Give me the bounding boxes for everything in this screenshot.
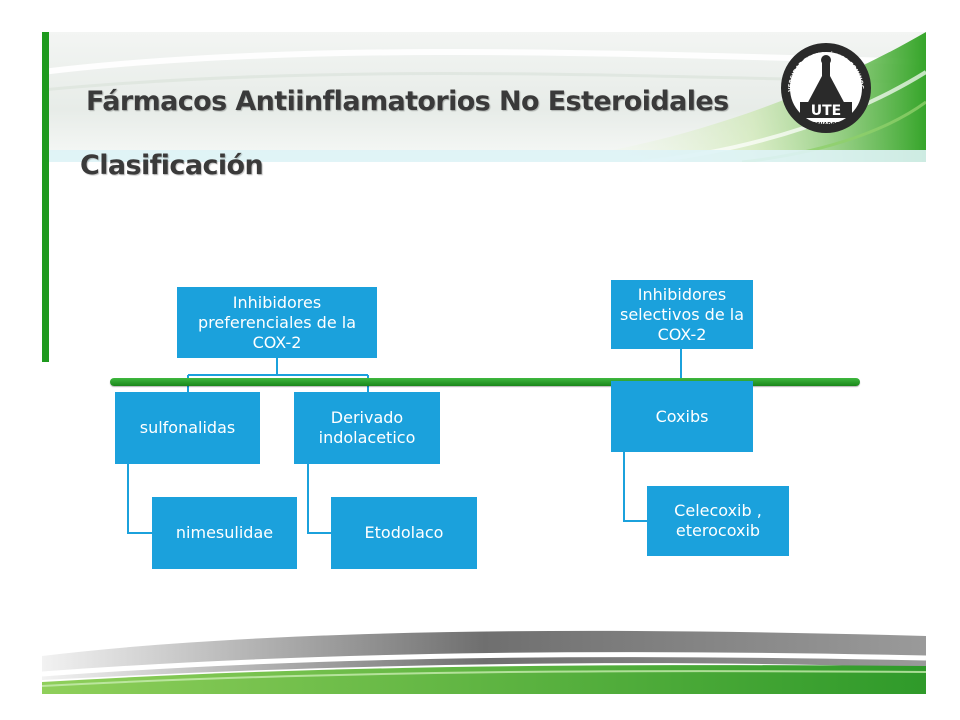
connector-sulfonalidas-child bbox=[127, 464, 152, 534]
divider-green-line bbox=[110, 378, 860, 386]
footer-swoosh bbox=[42, 628, 926, 694]
node-indolacetico: Derivado indolacetico bbox=[294, 392, 440, 464]
slide-title: Fármacos Antiinflamatorios No Esteroidal… bbox=[86, 86, 729, 117]
node-coxibs-label: Coxibs bbox=[655, 406, 709, 426]
slide-subtitle: Clasificación bbox=[80, 150, 264, 181]
ute-logo: UNIVERSIDAD TECNOLÓGICA EQUINOCCIAL UTE … bbox=[778, 40, 871, 133]
node-etodolaco-label: Etodolaco bbox=[364, 523, 444, 542]
node-preferential-root-label: Inhibidores preferenciales de la COX-2 bbox=[197, 292, 356, 352]
connector-indolacetico-child bbox=[307, 464, 331, 534]
node-nimesulidae: nimesulidae bbox=[152, 497, 297, 569]
connector-preferential-root bbox=[187, 358, 369, 392]
logo-country: ECUADOR bbox=[812, 122, 839, 128]
node-preferential-root: Inhibidores preferenciales de la COX-2 bbox=[177, 287, 377, 358]
left-accent-bar bbox=[42, 32, 49, 362]
node-sulfonalidas: sulfonalidas bbox=[115, 392, 260, 464]
node-selective-root-label: Inhibidores selectivos de la COX-2 bbox=[620, 284, 744, 344]
node-selective-root: Inhibidores selectivos de la COX-2 bbox=[611, 280, 753, 349]
node-coxibs: Coxibs bbox=[611, 381, 753, 452]
node-celecoxib-label: Celecoxib , eterocoxib bbox=[674, 501, 762, 540]
connector-coxibs-child bbox=[623, 452, 647, 522]
node-celecoxib: Celecoxib , eterocoxib bbox=[647, 486, 789, 556]
node-etodolaco: Etodolaco bbox=[331, 497, 477, 569]
node-sulfonalidas-label: sulfonalidas bbox=[139, 418, 236, 437]
node-indolacetico-label: Derivado indolacetico bbox=[318, 408, 416, 447]
logo-acronym: UTE bbox=[811, 103, 841, 119]
node-nimesulidae-label: nimesulidae bbox=[175, 523, 274, 542]
